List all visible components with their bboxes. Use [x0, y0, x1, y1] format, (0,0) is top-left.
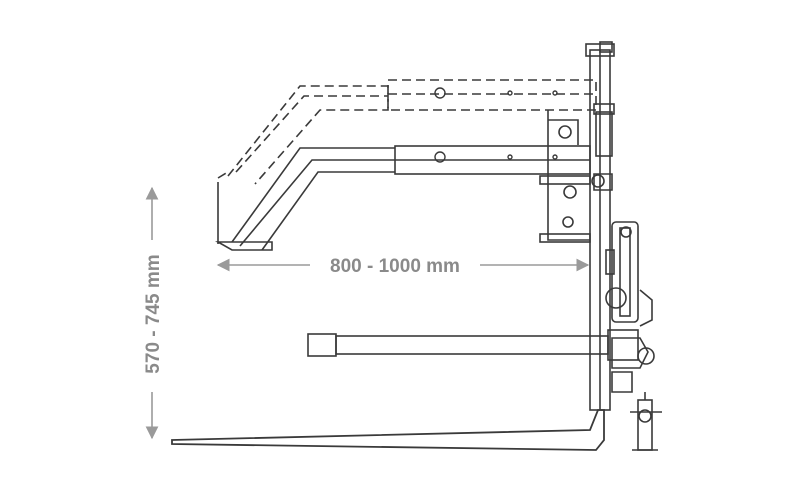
vertical-dimension: 570 - 745 mm	[143, 186, 164, 440]
horizontal-dimension-label: 800 - 1000 mm	[330, 256, 460, 277]
upper-arm-bolts	[434, 87, 558, 99]
upper-arm-dashed	[217, 79, 597, 185]
horizontal-dimension: 800 - 1000 mm	[216, 256, 590, 277]
bottom-fork	[171, 409, 605, 451]
hydraulic-mechanism	[605, 221, 655, 393]
vertical-dimension-label: 570 - 745 mm	[143, 254, 164, 373]
lower-arm-bolts	[434, 151, 558, 163]
support-stand	[630, 392, 662, 451]
center-tine	[307, 329, 639, 361]
